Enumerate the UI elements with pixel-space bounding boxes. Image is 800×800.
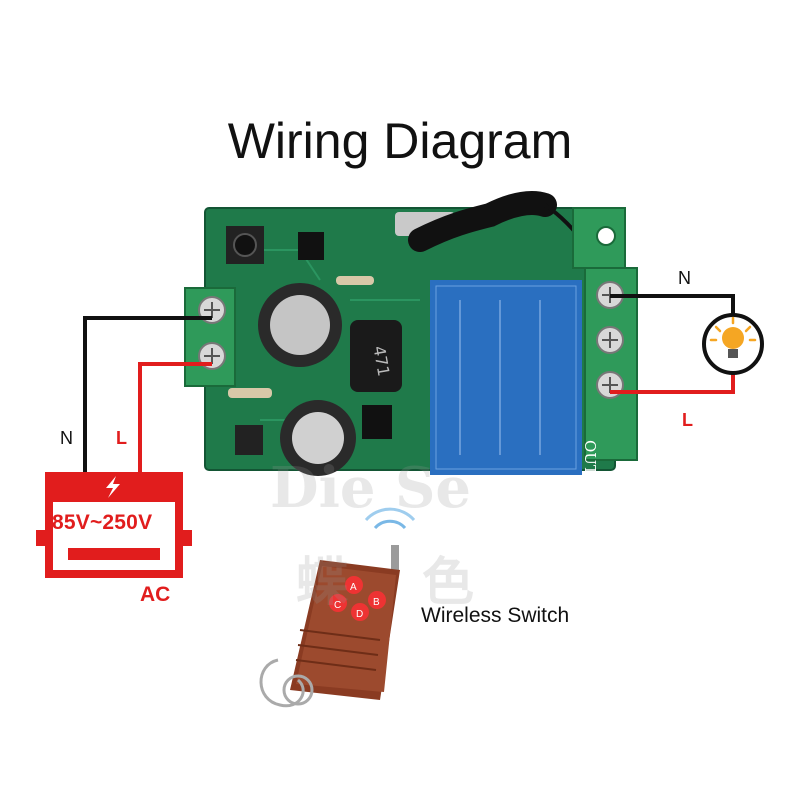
light-bulb-icon	[702, 313, 764, 375]
remote-button-b: B	[373, 597, 380, 608]
wireless-switch-label: Wireless Switch	[421, 604, 570, 627]
remote-control	[259, 507, 416, 708]
watermark-cjk-left: 蝶	[296, 552, 349, 613]
relay-module-board: 471	[204, 191, 616, 476]
output-live-label: L	[682, 410, 693, 430]
output-live-wire	[610, 372, 735, 394]
input-live-label: L	[116, 428, 127, 448]
input-neutral-label: N	[60, 428, 73, 448]
relay-block	[430, 280, 582, 475]
wireless-signal-icon	[364, 507, 416, 530]
power-voltage-label: 85V~250V	[52, 511, 153, 534]
input-neutral-wire	[83, 316, 212, 472]
power-type-label: AC	[140, 583, 171, 606]
remote-button-d: D	[356, 609, 363, 620]
input-terminal-block	[184, 287, 236, 387]
watermark-cjk-right: 色	[422, 552, 475, 613]
diagram-title: Wiring Diagram	[227, 113, 573, 169]
remote-button-a: A	[350, 582, 357, 593]
output-neutral-label: N	[678, 268, 691, 288]
input-live-wire	[138, 362, 212, 472]
out-terminal-label: OUT	[581, 440, 599, 475]
lightning-bolt-icon	[106, 476, 120, 498]
output-neutral-wire	[610, 294, 735, 316]
watermark-latin: Die Se	[270, 455, 472, 521]
remote-button-c: C	[334, 600, 341, 611]
power-supply-box	[36, 472, 192, 578]
